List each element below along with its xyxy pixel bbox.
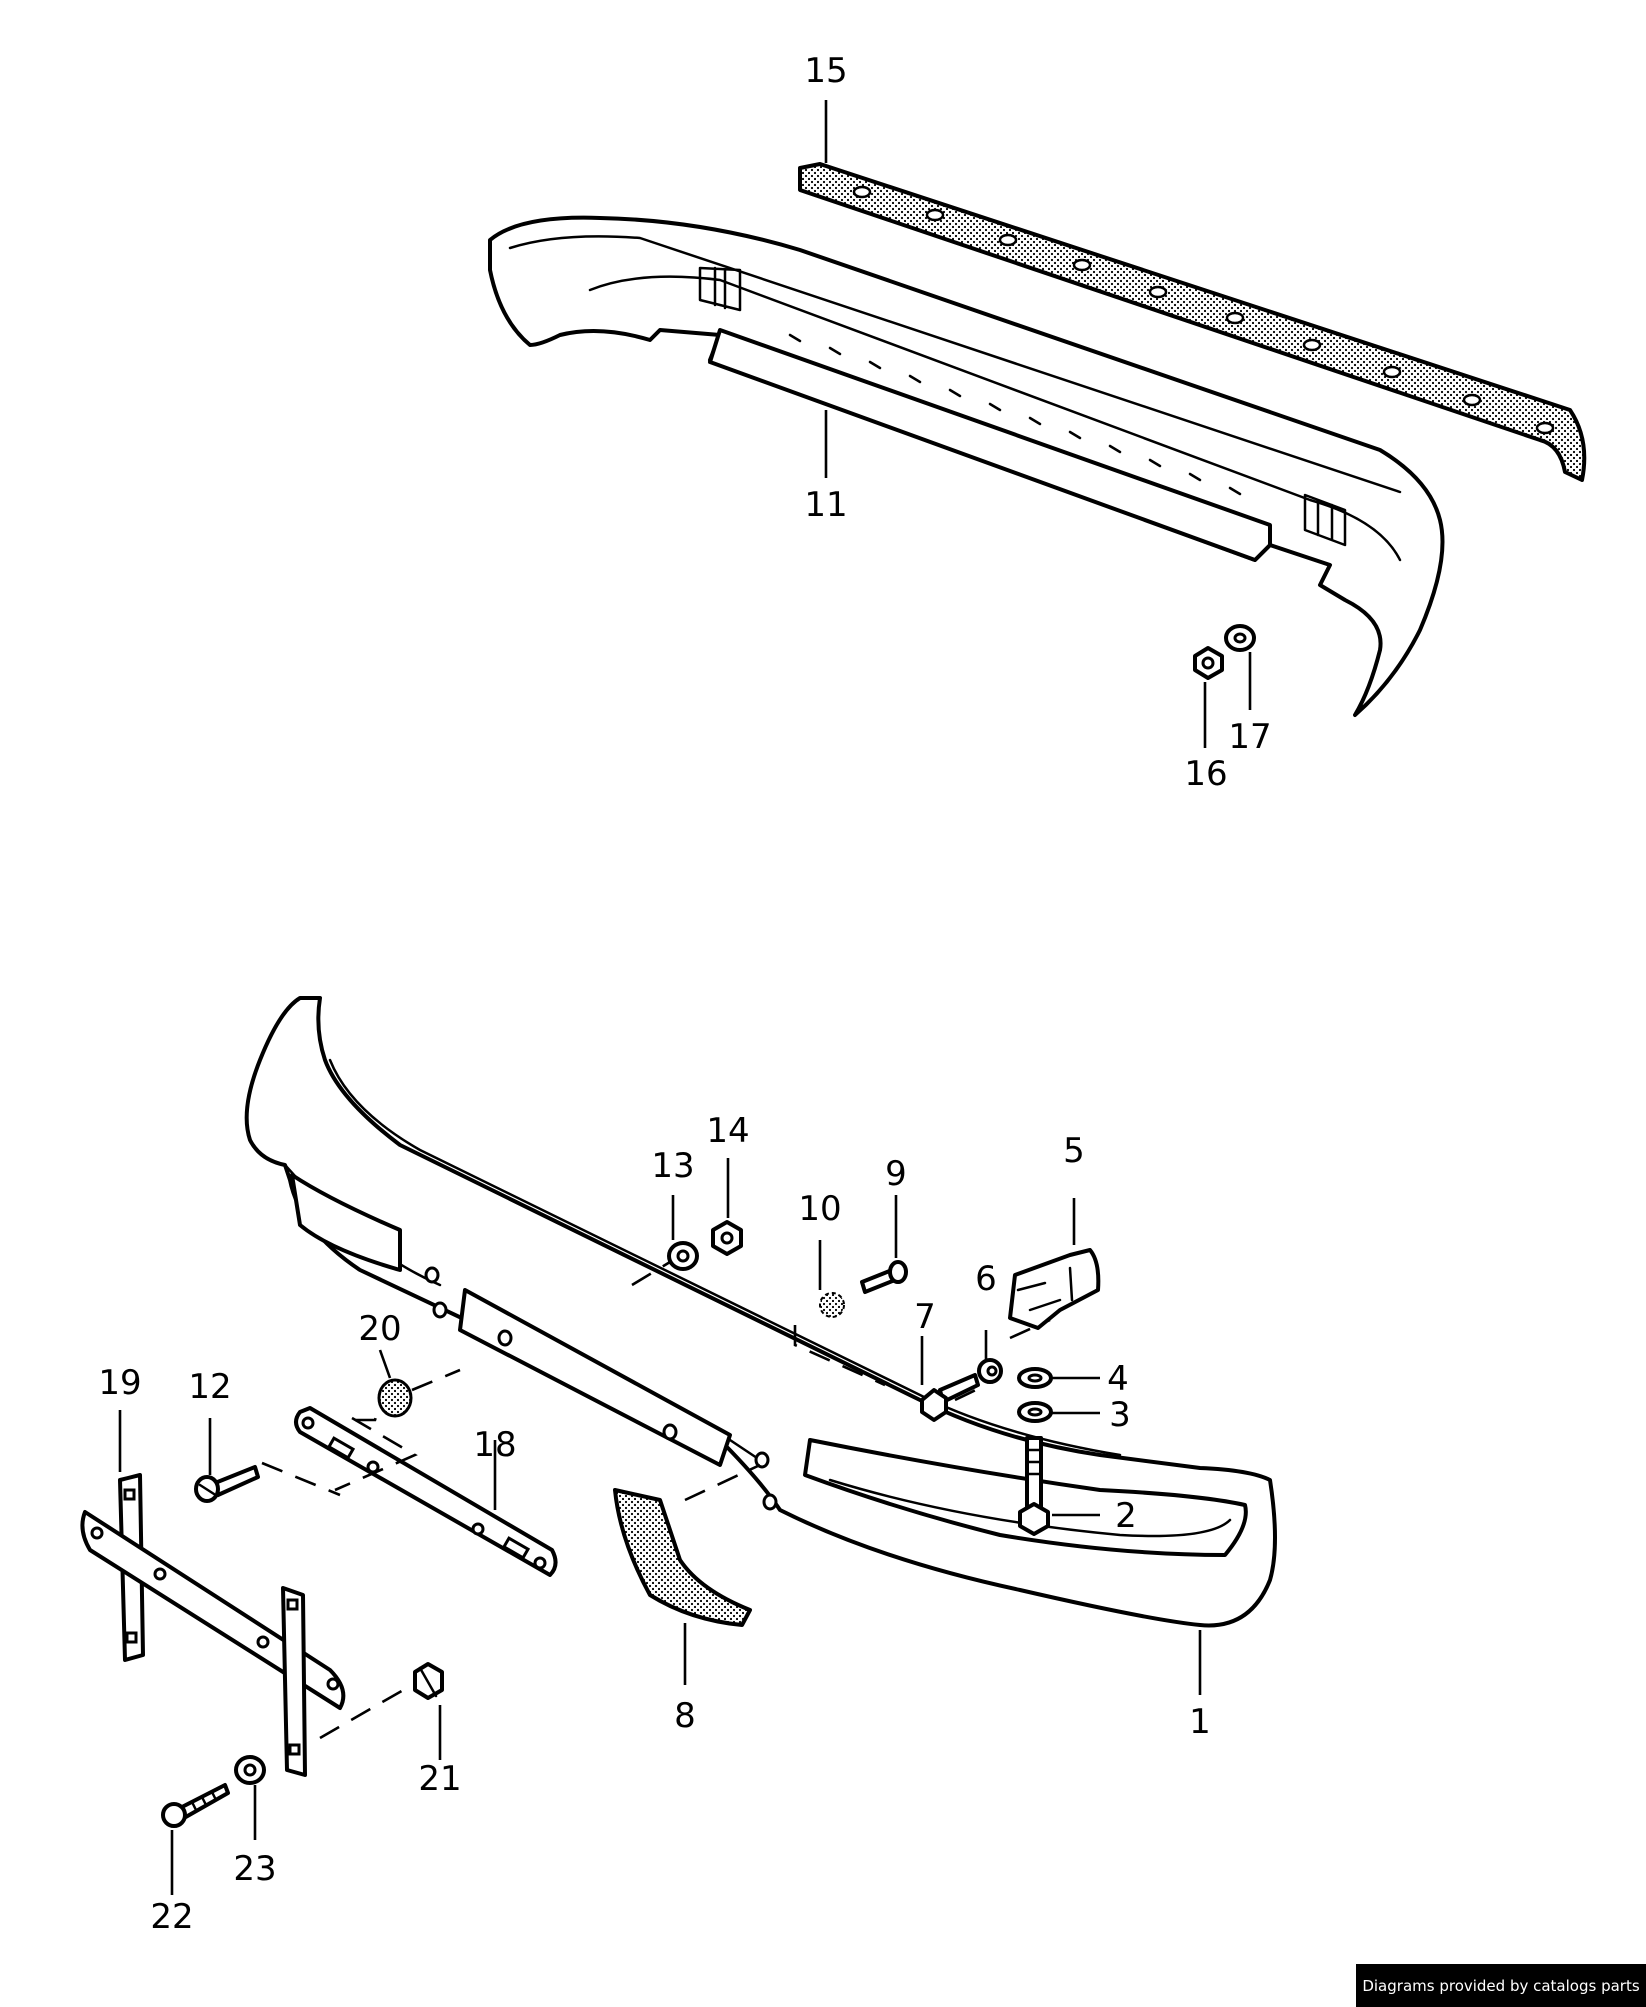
callout-2: 2 xyxy=(1115,1496,1137,1536)
bolt-2 xyxy=(1018,1436,1050,1536)
washer-17 xyxy=(1224,624,1256,652)
rear-bumper-lip xyxy=(588,275,1402,562)
bumper-holes xyxy=(424,1266,778,1511)
rear-bumper-top-edge xyxy=(508,235,1402,494)
guard-8 xyxy=(613,1488,752,1627)
screw-12 xyxy=(194,1465,260,1503)
bumper-top-edge xyxy=(328,1058,1122,1457)
screw-9 xyxy=(860,1260,908,1294)
lock-washer-3 xyxy=(1017,1401,1053,1423)
nut-14 xyxy=(711,1220,743,1256)
plate-recess xyxy=(458,1288,732,1467)
callout-11: 11 xyxy=(804,485,847,525)
callout-17: 17 xyxy=(1228,717,1271,757)
bracket-5 xyxy=(1008,1248,1101,1330)
strip-18 xyxy=(294,1406,558,1577)
star-washer-10 xyxy=(819,1292,845,1318)
callout-5: 5 xyxy=(1063,1131,1085,1171)
nut-16 xyxy=(1193,646,1224,680)
callout-16: 16 xyxy=(1184,754,1227,794)
strip-holes xyxy=(852,185,1555,435)
rubber-strip-15 xyxy=(798,162,1587,482)
callout-14: 14 xyxy=(706,1111,749,1151)
callout-labels: 15 11 16 17 1 2 3 4 5 6 7 8 9 10 13 14 1… xyxy=(98,51,1271,1937)
rear-bumper-group xyxy=(488,162,1587,717)
callout-10: 10 xyxy=(798,1189,841,1229)
washer-4 xyxy=(1017,1367,1053,1389)
nut-21 xyxy=(413,1662,444,1700)
callout-20: 20 xyxy=(358,1309,401,1349)
rear-bumper-11 xyxy=(488,215,1445,717)
assembly-lines xyxy=(261,1260,1051,1740)
callout-19: 19 xyxy=(98,1363,141,1403)
credit-banner: Diagrams provided by catalogs parts xyxy=(1356,1964,1646,2007)
clip-6 xyxy=(977,1358,1003,1384)
plate-frame-19 xyxy=(80,1473,346,1777)
callout-3: 3 xyxy=(1109,1395,1131,1435)
left-bracket xyxy=(698,266,742,312)
insert-ribs xyxy=(788,333,1242,496)
callout-22: 22 xyxy=(150,1897,193,1937)
right-bracket xyxy=(1303,493,1347,547)
callout-21: 21 xyxy=(418,1759,461,1799)
rear-bumper-insert xyxy=(708,328,1272,562)
front-bumper-1 xyxy=(244,996,1277,1628)
grommet-20 xyxy=(377,1378,413,1418)
left-vent xyxy=(290,1173,402,1272)
callout-4: 4 xyxy=(1107,1359,1129,1399)
callout-7: 7 xyxy=(914,1297,936,1337)
callout-8: 8 xyxy=(674,1696,696,1736)
front-bumper-group xyxy=(80,996,1277,1828)
callout-18: 18 xyxy=(473,1425,516,1465)
washer-13 xyxy=(667,1241,699,1271)
callout-9: 9 xyxy=(885,1154,907,1194)
callout-15: 15 xyxy=(804,51,847,91)
callout-23: 23 xyxy=(233,1849,276,1889)
leader-lines xyxy=(118,100,1252,1895)
callout-6: 6 xyxy=(975,1259,997,1299)
callout-13: 13 xyxy=(651,1146,694,1186)
callout-1: 1 xyxy=(1189,1702,1211,1742)
callout-12: 12 xyxy=(188,1367,231,1407)
screw-22 xyxy=(161,1783,230,1828)
bolt-7 xyxy=(920,1373,980,1422)
right-vent-inner xyxy=(828,1478,1232,1538)
washer-23 xyxy=(234,1755,266,1785)
